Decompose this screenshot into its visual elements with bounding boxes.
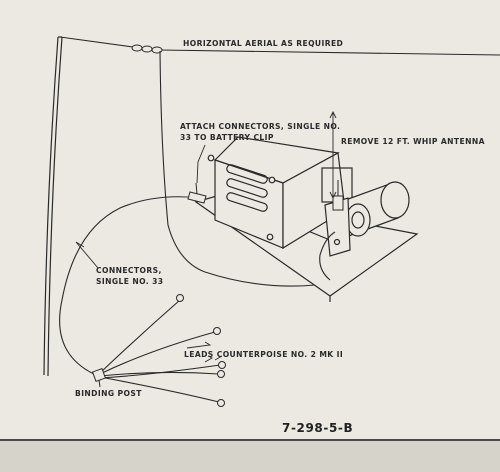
label-attach-connectors-line2: 33 TO BATTERY CLIP: [180, 133, 274, 142]
connector-wire: [59, 196, 201, 377]
label-binding-post: BINDING POST: [75, 389, 142, 398]
figure-number: 7-298-5-B: [282, 421, 354, 435]
label-connectors-line1: CONNECTORS,: [96, 266, 162, 275]
lead-terminals: [176, 294, 226, 407]
set-lead: [319, 231, 336, 281]
strain-insulators: [131, 44, 163, 54]
label-horizontal-aerial: HORIZONTAL AERIAL AS REQUIRED: [183, 39, 344, 48]
binding-post: [91, 367, 107, 388]
label-connectors-line2: SINGLE NO. 33: [96, 277, 164, 286]
label-attach-connectors-line1: ATTACH CONNECTORS, SINGLE NO.: [180, 122, 341, 131]
label-leads-counterpoise: LEADS COUNTERPOISE NO. 2 MK II: [184, 350, 344, 359]
battery-clip: [187, 182, 207, 204]
radio-set: [194, 136, 419, 302]
whip-antenna-base: [332, 180, 344, 211]
vent-slots: [226, 164, 268, 212]
leader-lines: [75, 110, 337, 363]
horizontal-aerial: [59, 36, 500, 56]
label-remove-whip: REMOVE 12 FT. WHIP ANTENNA: [341, 137, 485, 146]
counterpoise-leads: [99, 299, 221, 403]
